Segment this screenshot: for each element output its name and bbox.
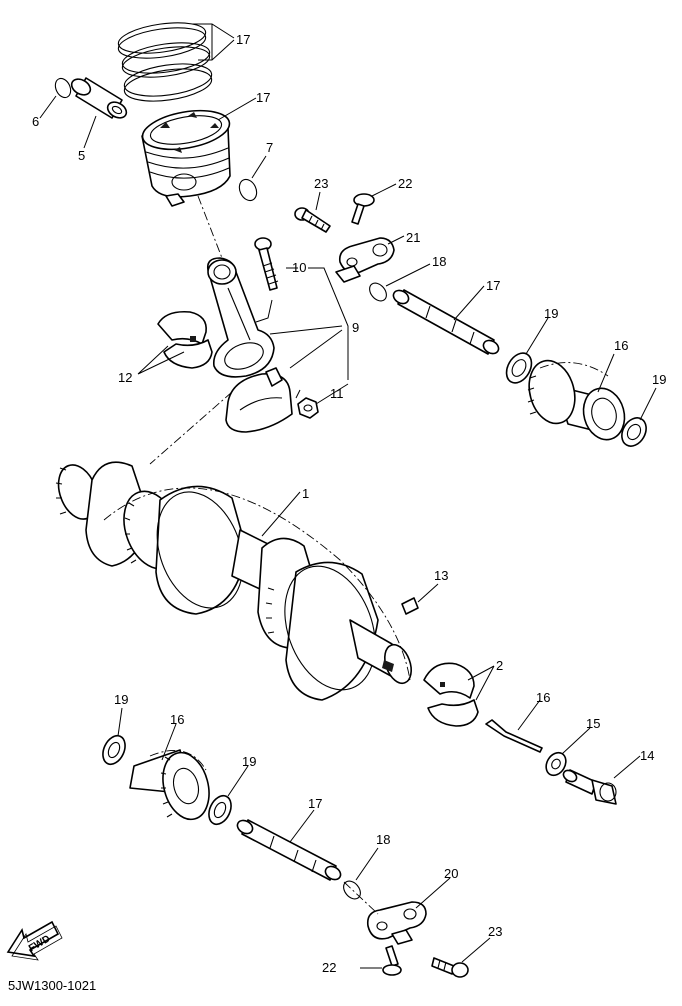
bracket-21-top	[335, 237, 395, 283]
bolt-23-bottom	[431, 957, 469, 978]
callout-6-right: 7	[266, 140, 273, 155]
callout-15: 16	[170, 712, 184, 727]
callout-10: 12	[118, 370, 132, 385]
connecting-rod	[206, 257, 275, 378]
piston-pin-clip-right	[238, 178, 258, 202]
bracket-20	[366, 901, 427, 945]
callout-8: 10	[292, 260, 306, 275]
big-end-bearings	[157, 310, 213, 369]
callout-17-bottom: 17	[308, 796, 322, 811]
piston	[141, 109, 231, 207]
callout-22-top: 22	[398, 176, 412, 191]
callout-7: 9	[352, 320, 359, 335]
piston-rings	[117, 22, 213, 102]
balancer-shaft-17-top	[392, 289, 500, 355]
callout-4: 17	[236, 32, 250, 47]
callout-labels: 17 17 6 5 7 23 22 21 18 17 19 16 19 10 9…	[32, 32, 666, 975]
callout-21: 21	[406, 230, 420, 245]
callout-13: 15	[586, 716, 600, 731]
piston-pin	[70, 77, 128, 119]
washer-19-top-right	[621, 417, 647, 447]
callout-9: 11	[330, 386, 344, 401]
main-bearing-2	[423, 662, 479, 727]
callout-14: 16	[536, 690, 550, 705]
callout-5: 5	[78, 148, 85, 163]
callout-23-top: 23	[314, 176, 328, 191]
bolt-12	[562, 769, 617, 805]
washer-19-top-left	[505, 352, 533, 384]
o-ring-18-top	[369, 282, 387, 302]
crankshaft	[55, 461, 412, 701]
diagram-code: 5JW1300-1021	[8, 978, 96, 993]
callout-19-a: 19	[544, 306, 558, 321]
callout-19-c: 19	[114, 692, 128, 707]
screw-22-bottom	[382, 945, 402, 976]
callout-22-bottom: 22	[322, 960, 336, 975]
leader-lines	[39, 23, 657, 969]
con-rod-nut	[297, 397, 319, 419]
callout-18-top: 18	[432, 254, 446, 269]
con-rod-cap	[225, 367, 293, 433]
callout-18-bottom: 18	[376, 832, 390, 847]
woodruff-key-11	[401, 597, 419, 615]
oil-pipe-14	[485, 719, 543, 753]
screw-22-top	[351, 193, 375, 225]
con-rod-bolt	[254, 237, 279, 291]
washer-19-lower-left	[102, 734, 126, 766]
callout-16: 16	[614, 338, 628, 353]
piston-pin-clip-left	[54, 77, 72, 99]
callout-6-left: 6	[32, 114, 39, 129]
callout-12: 14	[640, 748, 654, 763]
callout-2: 2	[496, 658, 503, 673]
callout-19-b: 19	[652, 372, 666, 387]
callout-23-bottom: 23	[488, 924, 502, 939]
balancer-gear-15	[129, 749, 210, 821]
o-ring-18-bottom	[343, 880, 361, 900]
balancer-shaft-17-bottom	[236, 819, 342, 881]
balancer-gear-16	[527, 359, 626, 441]
callout-3: 17	[256, 90, 270, 105]
callout-11: 13	[434, 568, 448, 583]
callout-19-d: 19	[242, 754, 256, 769]
washer-19-lower-right	[208, 794, 232, 826]
bolt-23-top	[294, 207, 331, 233]
callout-1: 1	[302, 486, 309, 501]
callout-20: 20	[444, 866, 458, 881]
fwd-arrow-icon: FWD	[6, 920, 63, 961]
callout-17-top: 17	[486, 278, 500, 293]
